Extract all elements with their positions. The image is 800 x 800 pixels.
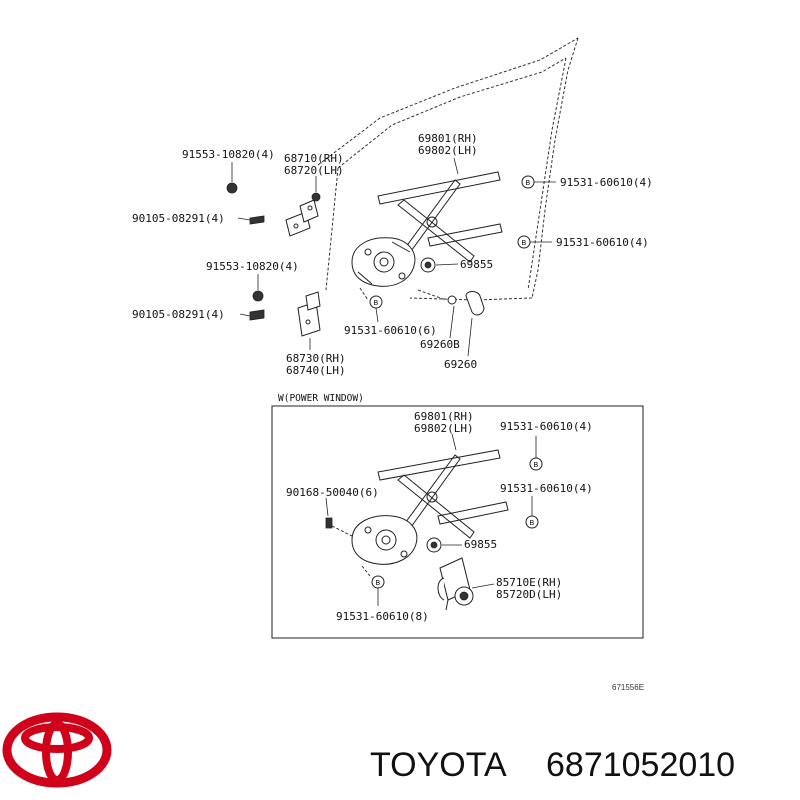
label-69801-rh: 69801(RH)	[418, 132, 478, 145]
nut-69855-top	[420, 257, 436, 273]
pw-label-91531-upper: 91531-60610(4)	[500, 420, 593, 433]
bolt-marker-b-top-1: B	[521, 175, 535, 189]
toyota-logo	[2, 712, 112, 788]
bolt-marker-b-pw-3: B	[371, 575, 385, 589]
bolt-marker-b-pw-1: B	[529, 457, 543, 471]
power-window-title: W(POWER WINDOW)	[278, 393, 364, 404]
power-window-frame	[271, 405, 644, 639]
pw-label-69855: 69855	[464, 538, 497, 551]
svg-text:B: B	[376, 580, 381, 587]
labels-top: 69801(RH) 69802(LH) 91531-60610(4) 91531…	[132, 132, 653, 377]
label-68720-lh: 68720(LH)	[284, 164, 344, 177]
label-69260: 69260	[444, 358, 477, 371]
pw-label-91531-lower: 91531-60610(8)	[336, 610, 429, 623]
pw-label-85720d-lh: 85720D(LH)	[496, 588, 562, 601]
pw-label-69802-lh: 69802(LH)	[414, 422, 474, 435]
pw-label-69801-rh: 69801(RH)	[414, 410, 474, 423]
bolt-marker-b-pw-2: B	[525, 515, 539, 529]
power-window-section: W(POWER WINDOW) B	[271, 393, 644, 639]
label-68740-lh: 68740(LH)	[286, 364, 346, 377]
label-91553-upper: 91553-10820(4)	[182, 148, 275, 161]
handle-69260	[447, 291, 485, 316]
svg-text:B: B	[374, 300, 379, 307]
hinge-lower	[249, 290, 321, 337]
svg-text:B: B	[534, 462, 539, 469]
label-69802-lh: 69802(LH)	[418, 144, 478, 157]
leader-lines-top	[231, 157, 556, 357]
pw-label-90168: 90168-50040(6)	[286, 486, 379, 499]
label-91531-lower: 91531-60610(6)	[344, 324, 437, 337]
label-91553-lower: 91553-10820(4)	[206, 260, 299, 273]
brand-name: TOYOTA	[370, 746, 507, 784]
label-68710-rh: 68710(RH)	[284, 152, 344, 165]
svg-text:B: B	[522, 240, 527, 247]
part-number: 6871052010	[546, 746, 735, 784]
label-91531-upper: 91531-60610(4)	[560, 176, 653, 189]
bolt-marker-b-top-3: B	[369, 295, 383, 309]
label-91531-mid: 91531-60610(4)	[556, 236, 649, 249]
window-motor	[437, 557, 474, 611]
svg-text:B: B	[526, 180, 531, 187]
label-68730-rh: 68730(RH)	[286, 352, 346, 365]
label-90105-upper: 90105-08291(4)	[132, 212, 225, 225]
bolt-marker-b-top-2: B	[517, 235, 531, 249]
pw-label-91531-mid: 91531-60610(4)	[500, 482, 593, 495]
diagram-code: 671556E	[612, 683, 644, 692]
regulator-assembly-top	[351, 171, 503, 301]
label-69260b: 69260B	[420, 338, 460, 351]
pw-label-85710e-rh: 85710E(RH)	[496, 576, 562, 589]
label-69855: 69855	[460, 258, 493, 271]
label-90105-lower: 90105-08291(4)	[132, 308, 225, 321]
svg-text:B: B	[530, 520, 535, 527]
hinge-upper	[226, 182, 321, 237]
